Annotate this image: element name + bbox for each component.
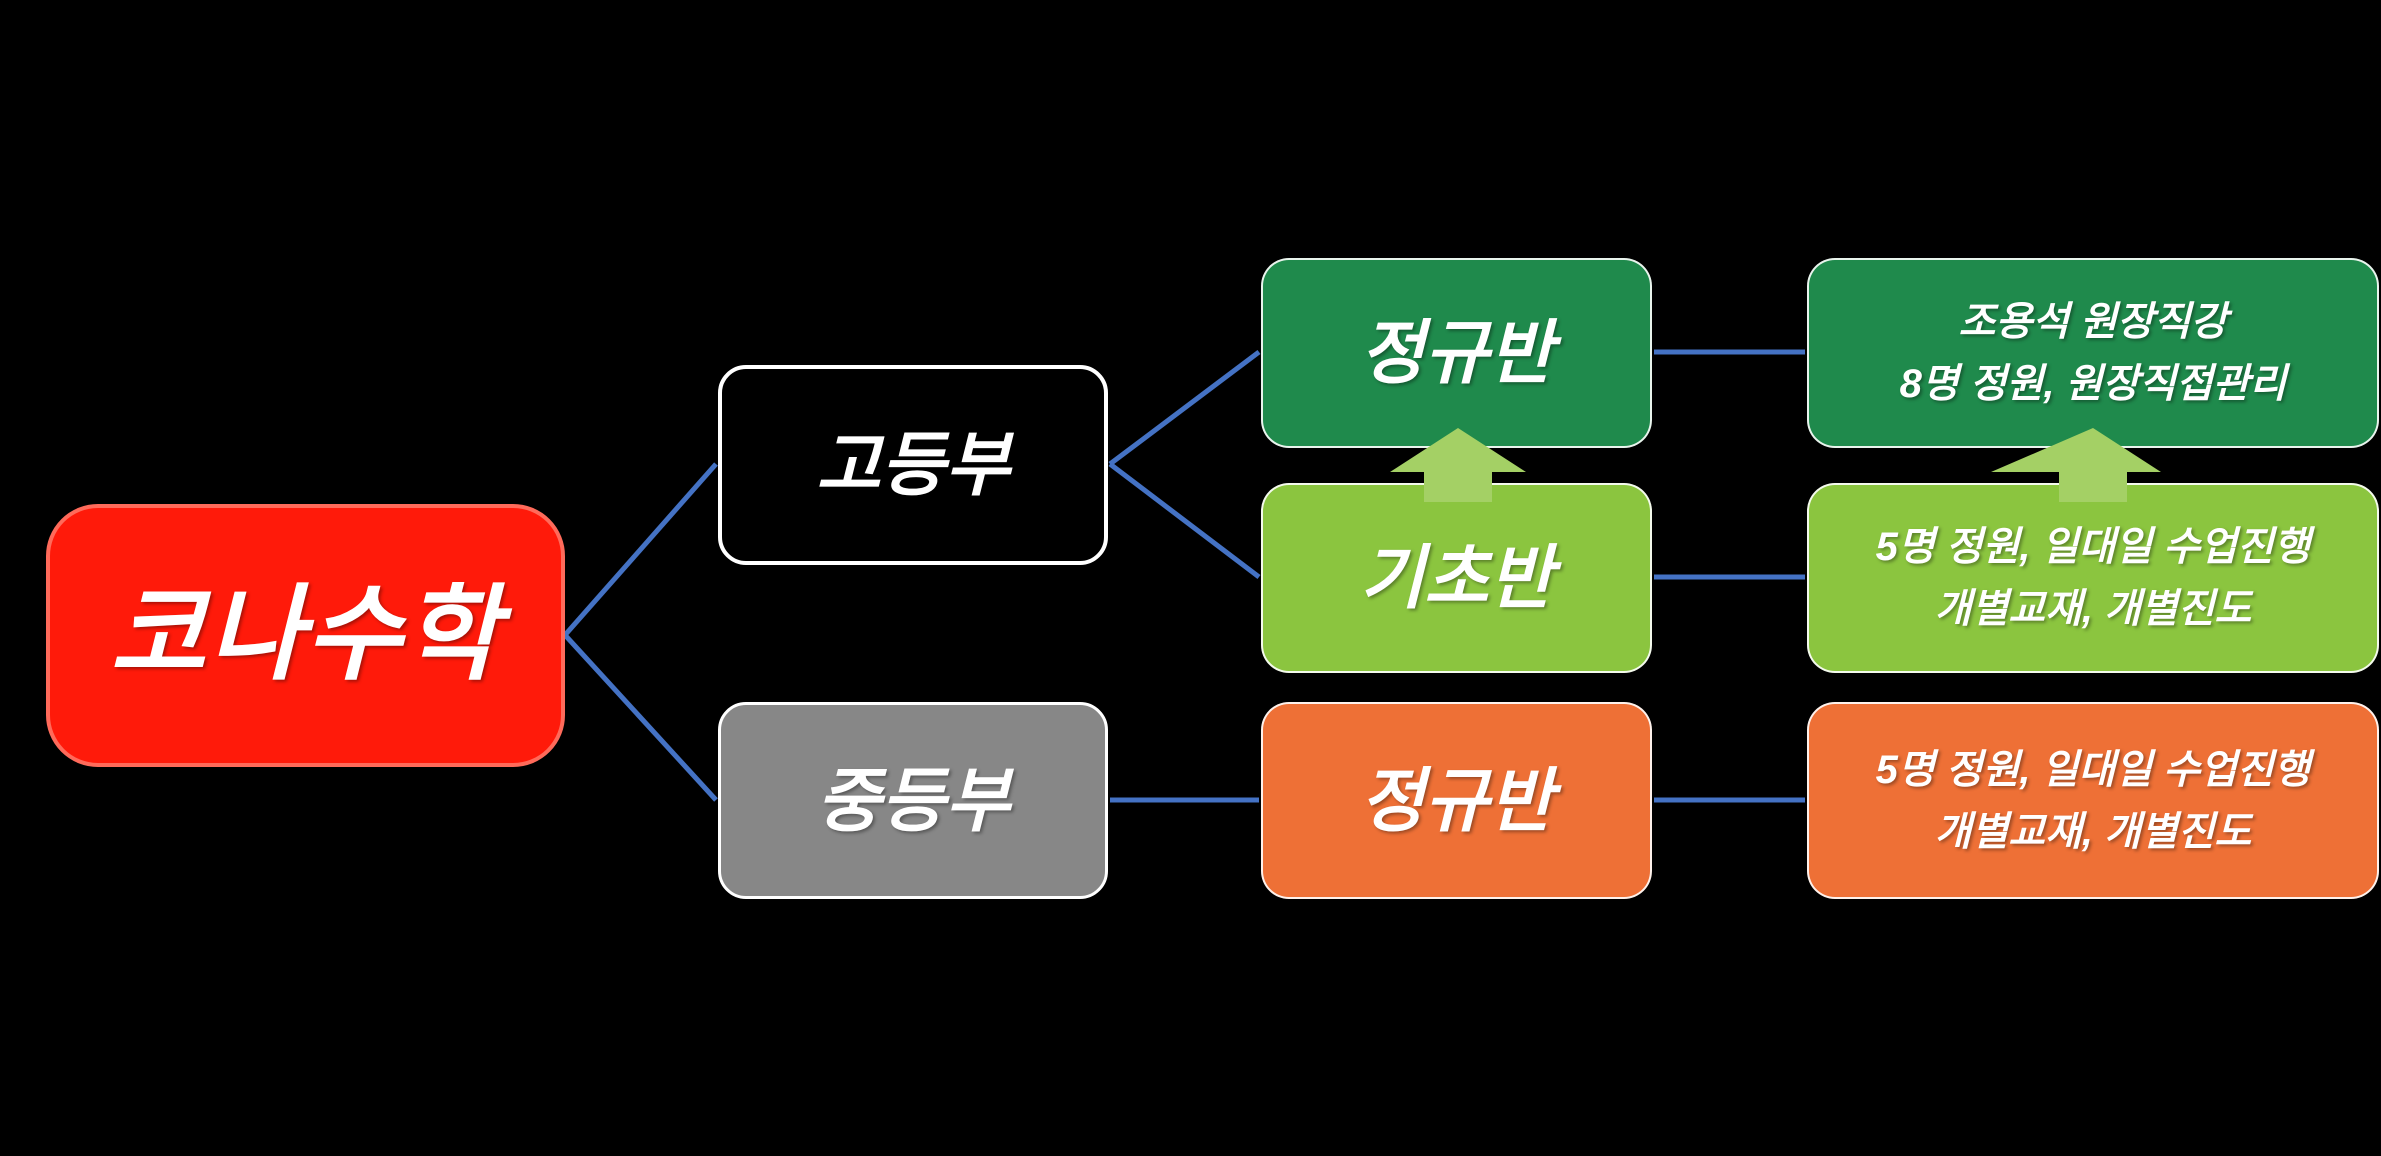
- high-regular-detail-line2: 8명 정원, 원장직접관리: [1899, 362, 2287, 406]
- middle-regular-class-node: 정규반: [1261, 702, 1652, 899]
- high-regular-detail-node: 조용석 원장직강 8명 정원, 원장직접관리: [1807, 258, 2379, 448]
- middle-regular-detail-line2: 개별교재, 개별진도: [1934, 809, 2252, 854]
- high-school-node: 고등부: [718, 365, 1108, 565]
- middle-school-label: 중등부: [816, 761, 1010, 840]
- high-basic-detail-line1: 5명 정원, 일대일 수업진행: [1875, 525, 2311, 569]
- middle-regular-detail-node: 5명 정원, 일대일 수업진행 개별교재, 개별진도: [1807, 702, 2379, 899]
- high-basic-detail-node: 5명 정원, 일대일 수업진행 개별교재, 개별진도: [1807, 483, 2379, 673]
- high-regular-detail-line1: 조용석 원장직강: [1958, 300, 2228, 344]
- root-node: 코나수학: [46, 504, 565, 767]
- connector-high-to-basic: [1108, 462, 1261, 579]
- connector-root-to-middle: [563, 633, 718, 802]
- middle-regular-class-label: 정규반: [1359, 761, 1554, 840]
- high-basic-class-node: 기초반: [1261, 483, 1652, 673]
- middle-regular-detail-line1: 5명 정원, 일대일 수업진행: [1875, 747, 2311, 792]
- high-school-label: 고등부: [816, 426, 1010, 504]
- high-regular-class-label: 정규반: [1359, 314, 1554, 392]
- root-label: 코나수학: [110, 577, 501, 694]
- middle-school-node: 중등부: [718, 702, 1108, 899]
- high-regular-class-node: 정규반: [1261, 258, 1652, 448]
- high-basic-detail-line2: 개별교재, 개별진도: [1934, 587, 2252, 631]
- connector-root-to-high: [563, 462, 718, 637]
- connector-high-to-regular: [1108, 350, 1261, 466]
- high-basic-class-label: 기초반: [1359, 539, 1554, 617]
